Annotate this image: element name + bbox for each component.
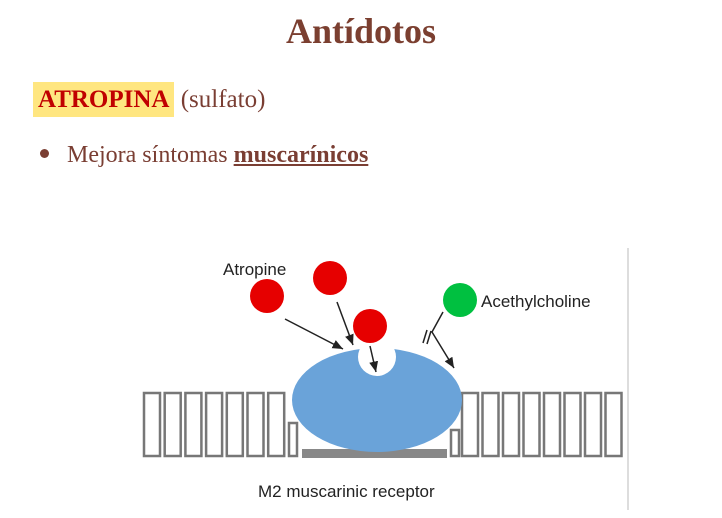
membrane-segment: [460, 391, 480, 458]
atropine-molecule: [313, 261, 347, 295]
membrane-segment: [501, 391, 521, 458]
membrane-segment: [542, 391, 562, 458]
drug-heading: ATROPINA (sulfato): [33, 82, 266, 117]
block-mark: [426, 330, 432, 345]
acetylcholine-molecule: [443, 283, 477, 317]
membrane-segment: [583, 391, 603, 458]
receptor-base: [302, 449, 447, 458]
receptor: [292, 348, 462, 452]
atropine-molecule: [353, 309, 387, 343]
arrow: [336, 301, 354, 346]
membrane-segment: [184, 391, 203, 458]
membrane-segment: [604, 391, 623, 458]
membrane-segment: [481, 391, 500, 458]
membrane-segment: [522, 391, 541, 458]
bullet-icon: [40, 148, 49, 158]
membrane-segment: [225, 391, 245, 458]
blocked-arrow: [431, 311, 455, 369]
membrane-segment: [266, 391, 286, 458]
drug-form: (sulfato): [180, 86, 266, 113]
membrane-segment: [287, 421, 299, 458]
membrane-segment: [449, 428, 461, 458]
acetylcholine-label: Acethylcholine: [481, 292, 591, 311]
atropine-label: Atropine: [223, 260, 286, 279]
bullet-emphasis: muscarínicos: [233, 142, 369, 168]
membrane-segment: [246, 391, 265, 458]
membrane: [142, 391, 623, 458]
arrow: [369, 345, 379, 373]
block-mark: [422, 329, 428, 344]
binding-site: [358, 338, 396, 376]
membrane-segment: [142, 391, 162, 458]
arrow: [284, 318, 344, 350]
drug-name-highlight: ATROPINA: [33, 82, 175, 117]
bullet-item: Mejora síntomas muscarínicos: [40, 142, 368, 169]
membrane-segment: [563, 391, 582, 458]
bullet-text: Mejora síntomas: [67, 142, 234, 168]
atropine-molecule: [250, 279, 284, 313]
membrane-segment: [163, 391, 182, 458]
slide-title: Antídotos: [285, 11, 437, 51]
receptor-caption: M2 muscarinic receptor: [258, 482, 435, 501]
membrane-segment: [204, 391, 224, 458]
